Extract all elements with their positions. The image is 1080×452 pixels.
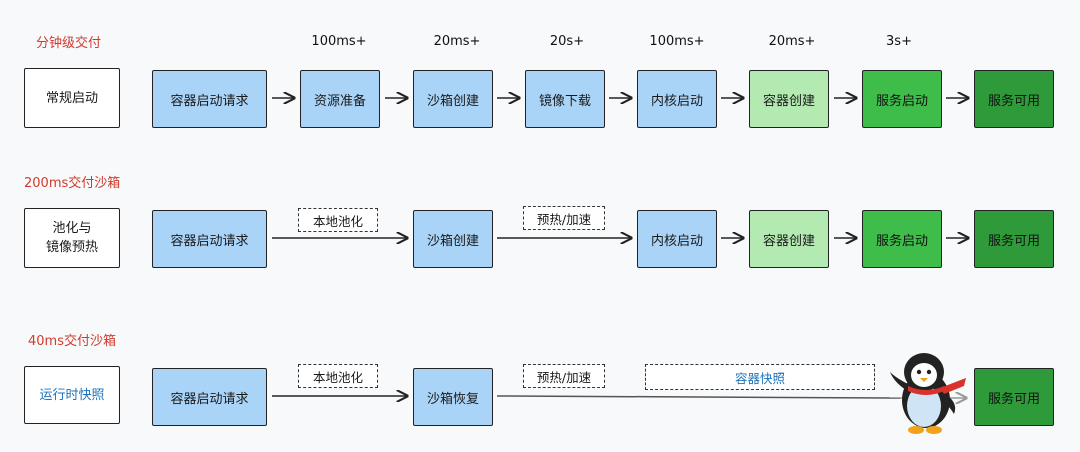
row1-step-service-ready: 服务可用 <box>974 70 1054 128</box>
row3-step-restore: 沙箱恢复 <box>413 368 493 426</box>
time-label-sandbox: 20ms+ <box>433 34 481 49</box>
row2-label-line1: 池化与 <box>52 221 92 236</box>
row1-step-request: 容器启动请求 <box>152 70 267 128</box>
time-label-kernel: 100ms+ <box>649 34 705 49</box>
row2-step-service-ready: 服务可用 <box>974 210 1054 268</box>
row2-step-sandbox: 沙箱创建 <box>413 210 493 268</box>
time-label-service: 3s+ <box>886 34 912 49</box>
row1-label: 常规启动 <box>24 68 120 128</box>
row2-note-local-pool: 本地池化 <box>298 208 378 232</box>
row3-arrows <box>272 396 966 398</box>
time-label-image: 20s+ <box>549 34 585 49</box>
row2-step-service-start: 服务启动 <box>862 210 942 268</box>
row3-step-request: 容器启动请求 <box>152 368 267 426</box>
row2-step-request: 容器启动请求 <box>152 210 267 268</box>
row1-section-title: 分钟级交付 <box>36 36 102 51</box>
row1-step-sandbox: 沙箱创建 <box>413 70 493 128</box>
row2-section-title: 200ms交付沙箱 <box>24 176 121 191</box>
row3-note-local-pool: 本地池化 <box>298 364 378 388</box>
row3-note-snapshot: 容器快照 <box>645 364 875 390</box>
time-label-container: 20ms+ <box>768 34 816 49</box>
row1-step-kernel: 内核启动 <box>637 70 717 128</box>
time-label-resource: 100ms+ <box>311 34 367 49</box>
row1-step-resource: 资源准备 <box>300 70 380 128</box>
row2-step-container: 容器创建 <box>749 210 829 268</box>
row2-note-preheat: 预热/加速 <box>523 206 605 230</box>
row2-label-line2: 镜像预热 <box>45 240 98 255</box>
row3-section-title: 40ms交付沙箱 <box>28 334 116 349</box>
penguin-icon <box>890 353 966 434</box>
row3-step-service-ready: 服务可用 <box>974 368 1054 426</box>
row1-step-image: 镜像下载 <box>525 70 605 128</box>
row3-label: 运行时快照 <box>24 366 120 424</box>
row2-step-kernel: 内核启动 <box>637 210 717 268</box>
row1-step-container: 容器创建 <box>749 70 829 128</box>
row2-label: 池化与 镜像预热 <box>24 208 120 268</box>
row3-note-preheat: 预热/加速 <box>523 364 605 388</box>
row1-step-service-start: 服务启动 <box>862 70 942 128</box>
